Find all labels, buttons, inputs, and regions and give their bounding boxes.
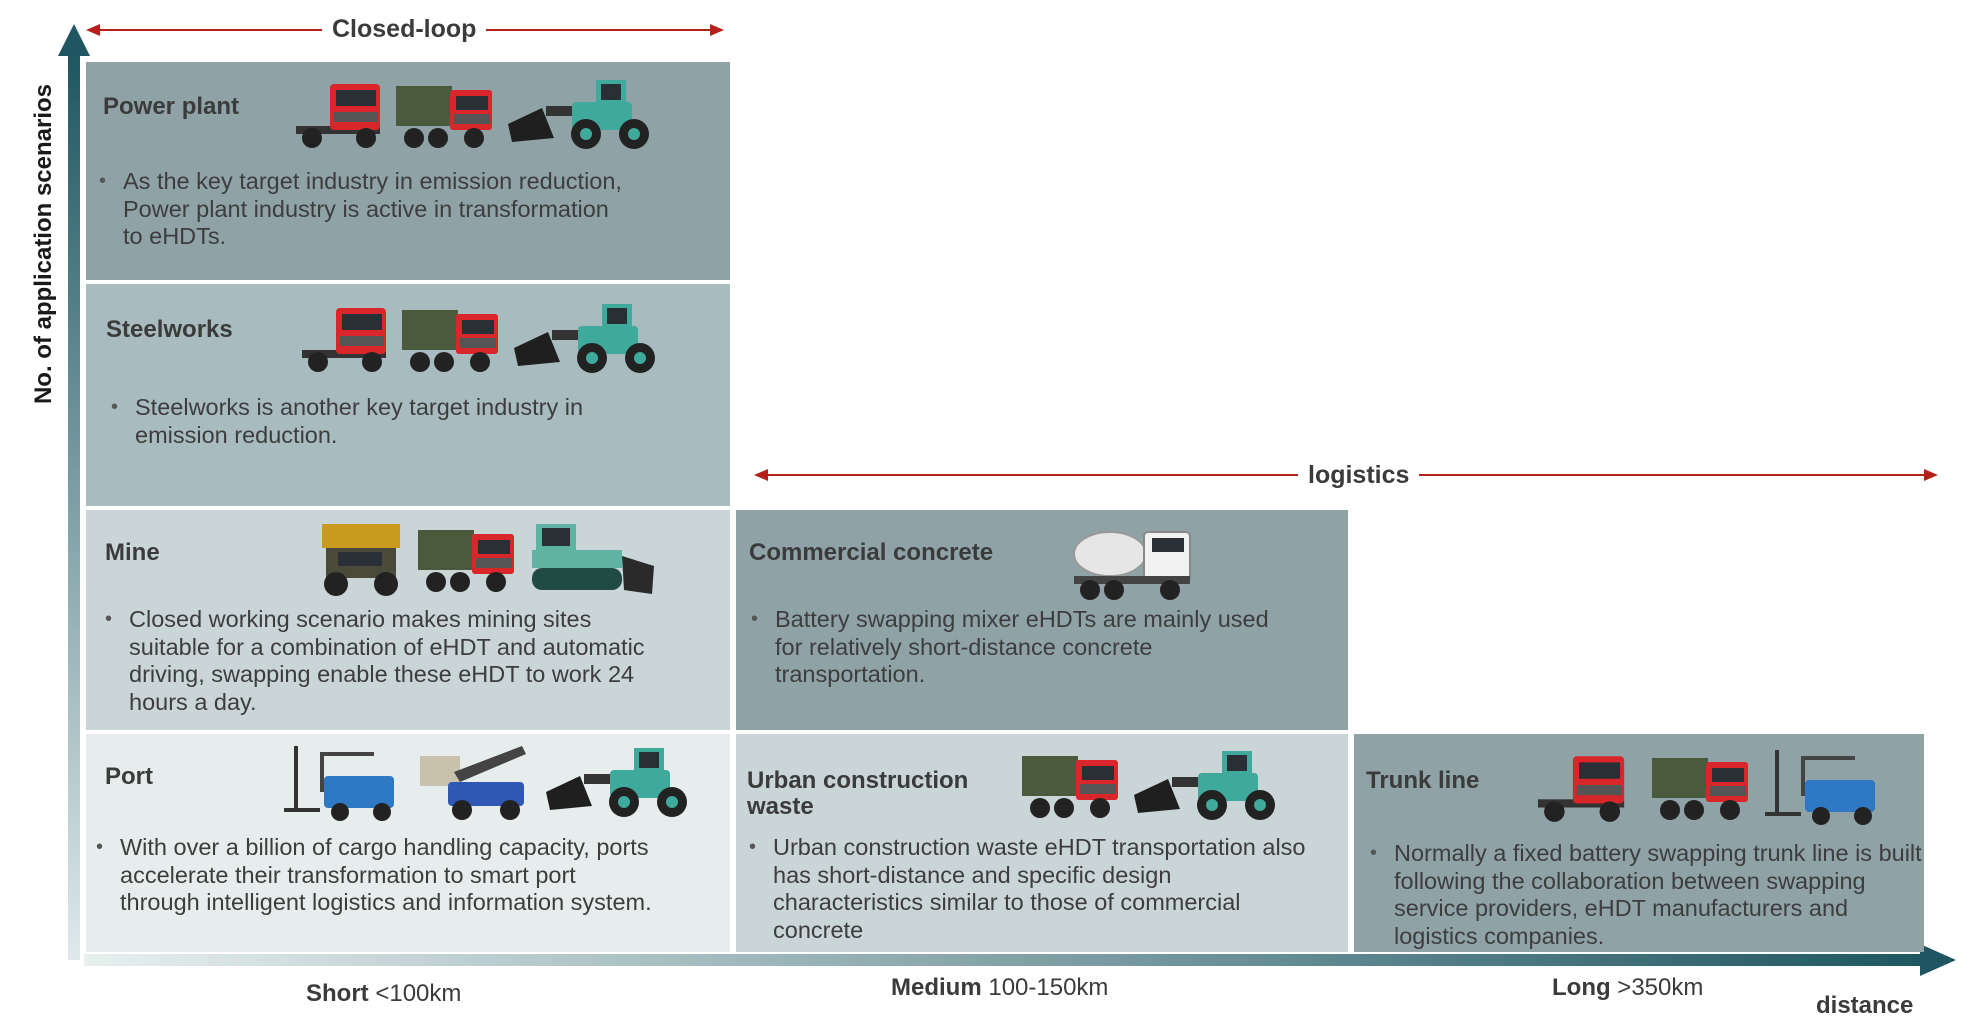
mine-description: Closed working scenario makes mining sit…: [99, 606, 659, 716]
mine-cell: Mine Closed working scenario makes minin…: [86, 510, 730, 730]
trunk-line-cell: Trunk line Normally a fixed battery swap…: [1354, 734, 1924, 952]
dump-truck-icon: [1652, 758, 1748, 820]
power-plant-title: Power plant: [103, 93, 240, 120]
wheel-loader-icon: [546, 748, 687, 817]
trunk-line-description: Normally a fixed battery swapping trunk …: [1364, 840, 1924, 950]
wheel-loader-icon: [1134, 751, 1275, 820]
steelworks-vehicles: [296, 296, 662, 376]
x-category-long-range: >350km: [1610, 974, 1704, 1001]
x-category-medium-name: Medium: [891, 974, 982, 1001]
tractor-truck-icon: [1537, 756, 1625, 822]
power-plant-vehicles: [290, 72, 656, 152]
power-plant-cell: Power plant As the key target industry i…: [86, 62, 730, 280]
port-vehicles: [284, 740, 694, 822]
y-axis-label: No. of application scenarios: [30, 83, 57, 405]
steelworks-description: Steelworks is another key target industr…: [105, 394, 665, 449]
urban-construction-waste-title: Urban construction waste: [747, 767, 969, 820]
dump-truck-icon: [418, 530, 514, 592]
power-plant-description: As the key target industry in emission r…: [93, 168, 633, 251]
wheel-loader-icon: [508, 80, 649, 149]
forklift-icon: [284, 746, 394, 821]
mixer-truck-icon: [1073, 531, 1191, 600]
x-category-short-name: Short: [306, 980, 369, 1007]
x-axis-arrow: [84, 944, 1956, 976]
urban-construction-waste-description: Urban construction waste eHDT transporta…: [743, 834, 1323, 944]
y-axis-arrow: [58, 24, 90, 960]
commercial-concrete-vehicles: [1070, 520, 1194, 602]
dump-truck-icon: [396, 86, 492, 148]
commercial-concrete-cell: Commercial concrete Battery swapping mix…: [736, 510, 1348, 730]
urban-construction-waste-cell: Urban construction waste Urban construct…: [736, 734, 1348, 952]
x-category-medium: Medium 100-150km: [891, 974, 1108, 1002]
port-cell: Port With over a billion of cargo handli…: [86, 734, 730, 952]
trunk-line-vehicles: [1520, 744, 1886, 826]
port-description: With over a billion of cargo handling ca…: [90, 834, 660, 917]
reach-stacker-icon: [420, 746, 526, 820]
x-category-short-range: <100km: [368, 980, 462, 1007]
steelworks-title: Steelworks: [106, 316, 233, 343]
trunk-line-title: Trunk line: [1366, 767, 1480, 794]
dump-truck-icon: [402, 310, 498, 372]
mining-truck-icon: [322, 524, 400, 596]
wheel-loader-icon: [514, 304, 655, 373]
logistics-label: logistics: [1298, 461, 1420, 490]
x-category-long: Long >350km: [1552, 974, 1703, 1002]
tractor-truck-icon: [302, 308, 386, 372]
forklift-icon: [1765, 750, 1875, 825]
mine-title: Mine: [105, 539, 160, 566]
closed-loop-label: Closed-loop: [322, 15, 487, 44]
commercial-concrete-title: Commercial concrete: [749, 539, 994, 566]
urban-construction-waste-vehicles: [1020, 742, 1282, 824]
bulldozer-icon: [532, 524, 654, 594]
x-axis-label: distance: [1816, 992, 1914, 1019]
x-category-medium-range: 100-150km: [981, 974, 1109, 1001]
dump-truck-icon: [1022, 756, 1118, 818]
commercial-concrete-description: Battery swapping mixer eHDTs are mainly …: [745, 606, 1285, 689]
steelworks-cell: Steelworks Steelworks is another key tar…: [86, 284, 730, 506]
x-category-long-name: Long: [1552, 974, 1611, 1001]
mine-vehicles: [318, 516, 658, 598]
port-title: Port: [105, 763, 153, 790]
tractor-truck-icon: [296, 84, 380, 148]
x-category-short: Short <100km: [306, 980, 461, 1008]
